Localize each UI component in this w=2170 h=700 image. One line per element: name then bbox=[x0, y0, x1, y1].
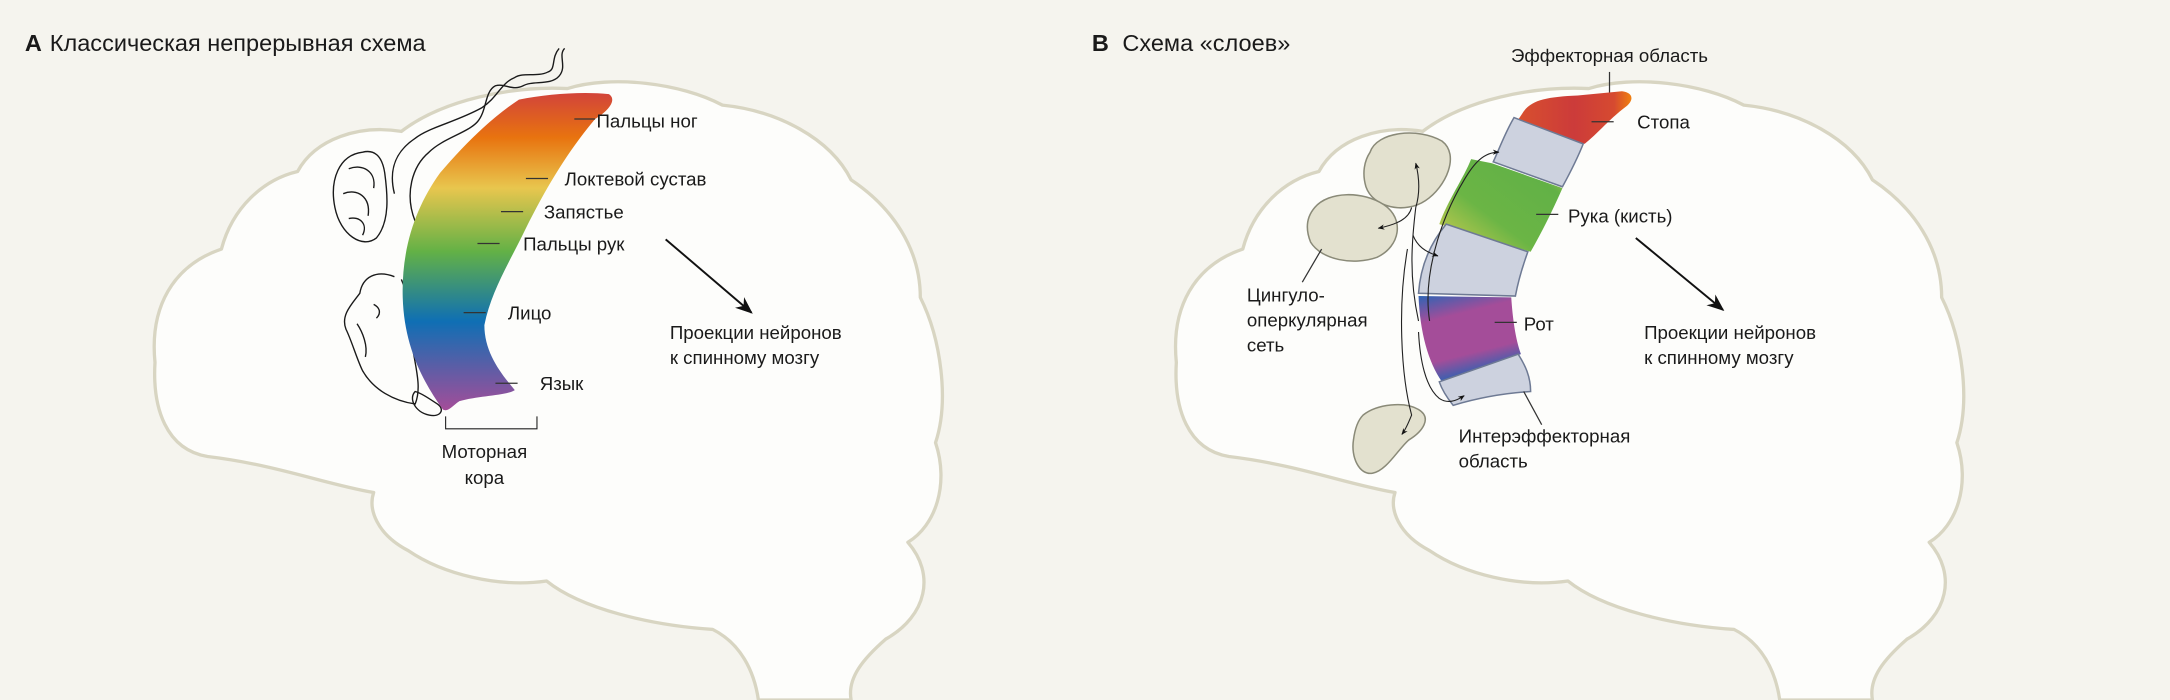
inter-effector-segment-3 bbox=[1438, 353, 1532, 407]
label-foot: Стопа bbox=[1637, 112, 1690, 133]
network-blob-middle bbox=[1306, 193, 1399, 262]
panel-b-title: Схема «слоев» bbox=[1122, 30, 1290, 56]
label-tongue: Язык bbox=[540, 373, 584, 394]
motor-cortex-label-line1: Моторная bbox=[442, 441, 528, 462]
network-blob-upper bbox=[1363, 132, 1452, 209]
label-cingulo-line3: сеть bbox=[1247, 334, 1284, 355]
label-inter-effector-line1: Интерэффекторная bbox=[1459, 426, 1631, 447]
projection-arrow-a bbox=[665, 238, 753, 314]
label-face: Лицо bbox=[508, 303, 552, 324]
label-effector-region: Эффекторная область bbox=[1511, 45, 1708, 66]
label-inter-effector-line2: область bbox=[1459, 451, 1528, 472]
motor-cortex-band bbox=[402, 92, 613, 411]
label-elbow: Локтевой сустав bbox=[565, 168, 707, 189]
panel-b: B Схема «слоев» Эффекторная область Стоп… bbox=[1092, 30, 1966, 700]
panel-b-letter: B bbox=[1092, 30, 1109, 56]
projection-label-a-line1: Проекции нейронов bbox=[670, 322, 842, 343]
inter-effector-segment-2 bbox=[1417, 223, 1529, 297]
panel-a-letter: A bbox=[25, 30, 42, 56]
network-blob-lower bbox=[1352, 403, 1426, 474]
label-toes: Пальцы ног bbox=[596, 110, 697, 131]
label-cingulo-line1: Цингуло- bbox=[1247, 285, 1325, 306]
motor-cortex-label-line2: кора bbox=[465, 467, 505, 488]
motor-cortex-bracket bbox=[445, 416, 538, 430]
label-wrist: Запястье bbox=[544, 202, 624, 223]
panel-a: A Классическая непрерывная схема Пальцы … bbox=[25, 30, 945, 700]
projection-arrow-b bbox=[1635, 237, 1725, 311]
panel-a-title: Классическая непрерывная схема bbox=[50, 30, 427, 56]
effector-segment-hand bbox=[1439, 159, 1563, 252]
label-cingulo-line2: оперкулярная bbox=[1247, 309, 1368, 330]
label-fingers: Пальцы рук bbox=[523, 233, 625, 254]
network-connections bbox=[1377, 149, 1500, 435]
projection-label-a-line2: к спинному мозгу bbox=[670, 347, 820, 368]
projection-label-b-line1: Проекции нейронов bbox=[1644, 322, 1816, 343]
projection-label-b-line2: к спинному мозгу bbox=[1644, 347, 1794, 368]
effector-segment-mouth bbox=[1418, 296, 1521, 382]
label-hand: Рука (кисть) bbox=[1568, 206, 1673, 227]
label-mouth: Рот bbox=[1524, 314, 1555, 335]
inter-effector-segment-1 bbox=[1492, 116, 1585, 188]
